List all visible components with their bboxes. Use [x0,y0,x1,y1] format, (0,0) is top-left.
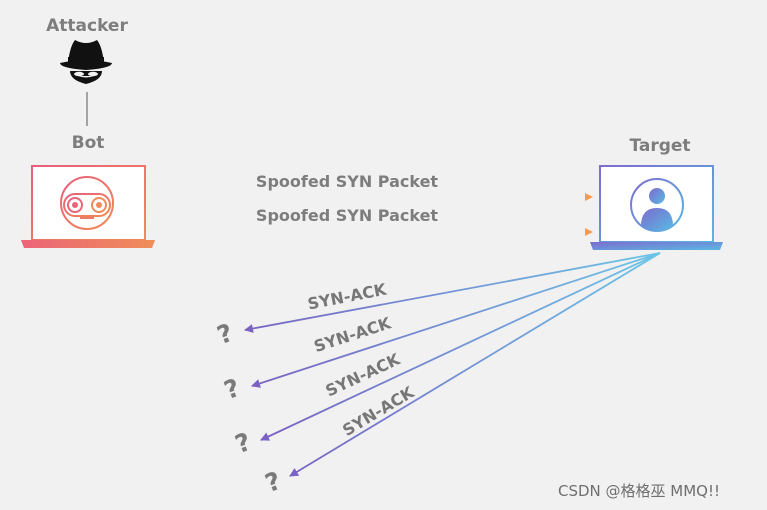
user-icon [630,178,684,232]
unknown-destination-3: ? [231,427,255,459]
spoofed-packet-label-1: Spoofed SYN Packet [256,172,439,191]
robot-icon [60,176,114,230]
syn-ack-arrow-1 [244,252,661,333]
spoofed-packet-label-2: Spoofed SYN Packet [256,206,439,225]
syn-ack-label-1: SYN-ACK [306,280,388,314]
unknown-destination-4: ? [261,466,285,498]
syn-ack-arrow-4 [289,252,661,477]
spy-hat-icon [60,40,112,84]
bot-laptop [21,165,155,248]
syn-ack-label-2: SYN-ACK [311,313,393,356]
bot-label: Bot [72,133,105,153]
unknown-destination-1: ? [213,318,237,350]
watermark-text: CSDN @格格巫 MMQ!! [558,482,721,500]
target-label: Target [629,136,690,156]
syn-ack-arrow-2 [251,252,661,388]
attacker-label: Attacker [46,16,128,36]
unknown-destination-2: ? [220,373,244,405]
syn-ack-arrow-3 [260,252,661,441]
